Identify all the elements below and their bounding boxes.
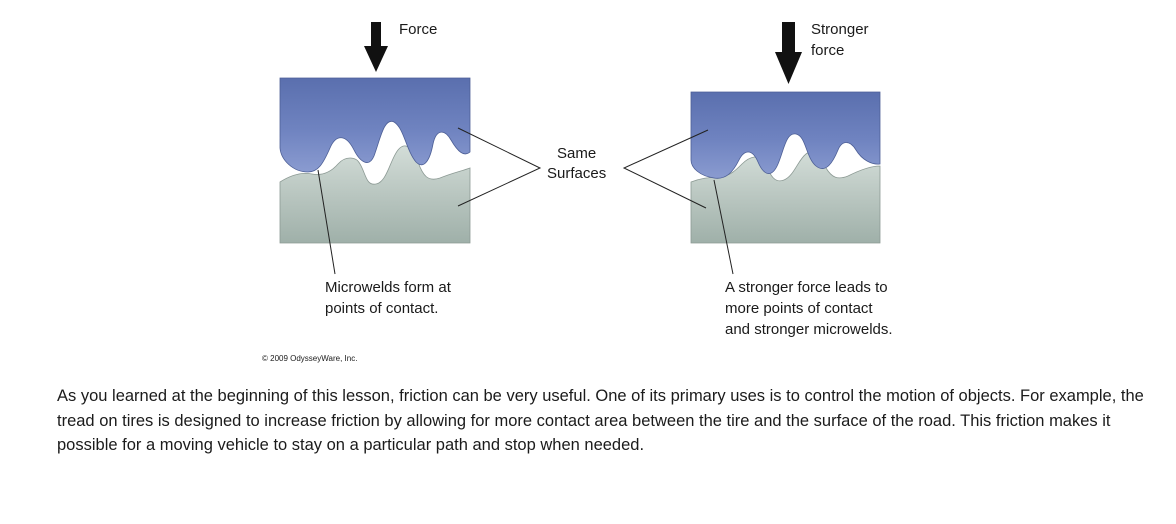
right-caption-line1: A stronger force leads to [725,279,888,296]
same-surfaces-label-line2: Surfaces [547,165,606,182]
copyright-credit: © 2009 OdysseyWare, Inc. [262,354,357,363]
right-caption-line2: more points of contact [725,300,873,317]
left-surfaces-pointer [457,127,542,207]
right-upper-surface [690,91,881,179]
same-surfaces-callout: Same Surfaces [457,127,709,209]
right-force-label-line1: Stronger [811,21,869,38]
right-force-arrow [775,22,802,84]
right-microweld-pointer [713,179,734,275]
right-force-label-line2: force [811,42,844,59]
left-caption-line1: Microwelds form at [325,279,452,296]
right-panel: Stronger force A stronger force leads to… [690,21,893,338]
left-panel: Force Microwelds form at points of conta… [279,21,471,317]
left-force-label: Force [399,21,437,38]
left-microweld-pointer [317,169,336,275]
right-caption-line3: and stronger microwelds. [725,321,893,338]
left-force-arrow [364,22,388,72]
same-surfaces-label-line1: Same [557,145,596,162]
left-caption-line2: points of contact. [325,300,438,317]
right-surfaces-pointer [622,129,709,209]
lesson-paragraph: As you learned at the beginning of this … [57,387,1144,454]
friction-microwelds-diagram: Force Microwelds form at points of conta… [262,21,893,363]
left-upper-surface [279,77,471,173]
